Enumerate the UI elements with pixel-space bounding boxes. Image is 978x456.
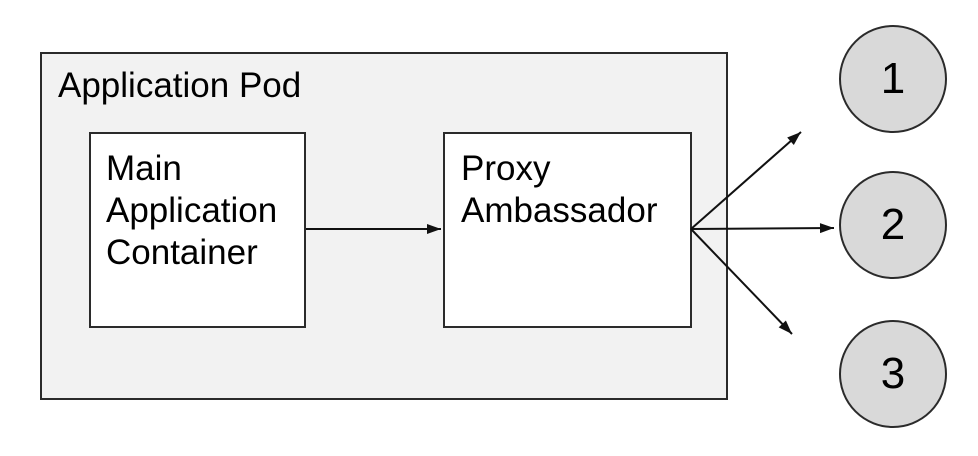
node-proxy-ambassador: Proxy Ambassador [443, 132, 692, 328]
application-pod-label: Application Pod [58, 66, 302, 105]
endpoint-circle-1-label: 1 [880, 54, 906, 103]
node-main-application-container: Main Application Container [89, 132, 306, 328]
node-main-application-container-label: Main Application Container [106, 149, 278, 272]
endpoint-circle-3-label: 3 [880, 349, 906, 398]
endpoint-circle-2-label: 2 [880, 200, 906, 249]
endpoint-circle-3: 3 [839, 320, 947, 428]
node-proxy-ambassador-label: Proxy Ambassador [461, 149, 658, 230]
endpoint-circle-1: 1 [839, 25, 947, 133]
endpoint-circle-2: 2 [839, 171, 947, 279]
